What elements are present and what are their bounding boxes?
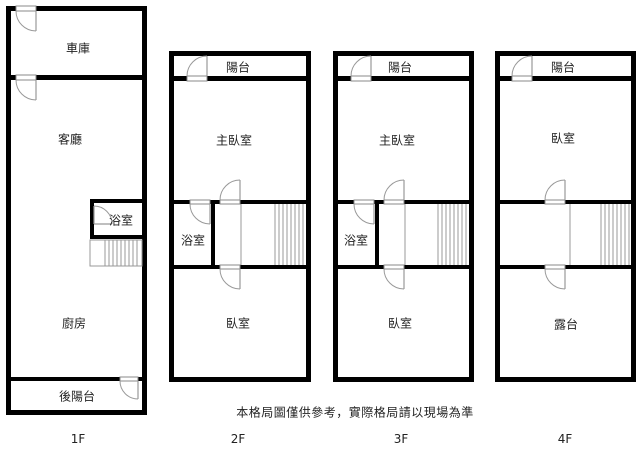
room-label-balcony-3f: 陽台 (387, 60, 413, 75)
room-label-bathroom-3f: 浴室 (343, 233, 369, 248)
floor-label-1f: 1F (70, 432, 86, 446)
floor-label-4f: 4F (557, 432, 573, 446)
room-label-terrace-4f: 露台 (553, 317, 579, 332)
room-label-living-room: 客廳 (57, 132, 83, 147)
room-label-bathroom-1f: 浴室 (108, 213, 134, 228)
room-label-back-balcony: 後陽台 (58, 389, 96, 404)
disclaimer-note: 本格局圖僅供參考，實際格局請以現場為準 (236, 405, 474, 420)
room-label-bathroom-2f: 浴室 (180, 233, 206, 248)
stairs-1f (104, 240, 138, 266)
room-label-bedroom-4f: 臥室 (550, 131, 576, 146)
stairs-2f (274, 204, 304, 265)
stairs-4f (600, 204, 630, 265)
room-label-balcony-2f: 陽台 (225, 60, 251, 75)
room-label-master-bedroom-3f: 主臥室 (378, 133, 416, 148)
room-label-bedroom-3f: 臥室 (387, 316, 413, 331)
floor-label-3f: 3F (393, 432, 409, 446)
room-label-master-bedroom-2f: 主臥室 (215, 133, 253, 148)
room-label-garage: 車庫 (65, 41, 91, 56)
room-label-bedroom-2f: 臥室 (225, 316, 251, 331)
floor-3f-plan (333, 51, 474, 382)
floor-label-2f: 2F (230, 432, 246, 446)
room-label-kitchen: 廚房 (61, 316, 87, 331)
floor-1f-plan (6, 5, 147, 415)
stairs-3f (437, 204, 467, 265)
room-label-balcony-4f: 陽台 (550, 60, 576, 75)
floor-4f-plan (495, 51, 636, 382)
floor-2f-plan (169, 51, 311, 382)
